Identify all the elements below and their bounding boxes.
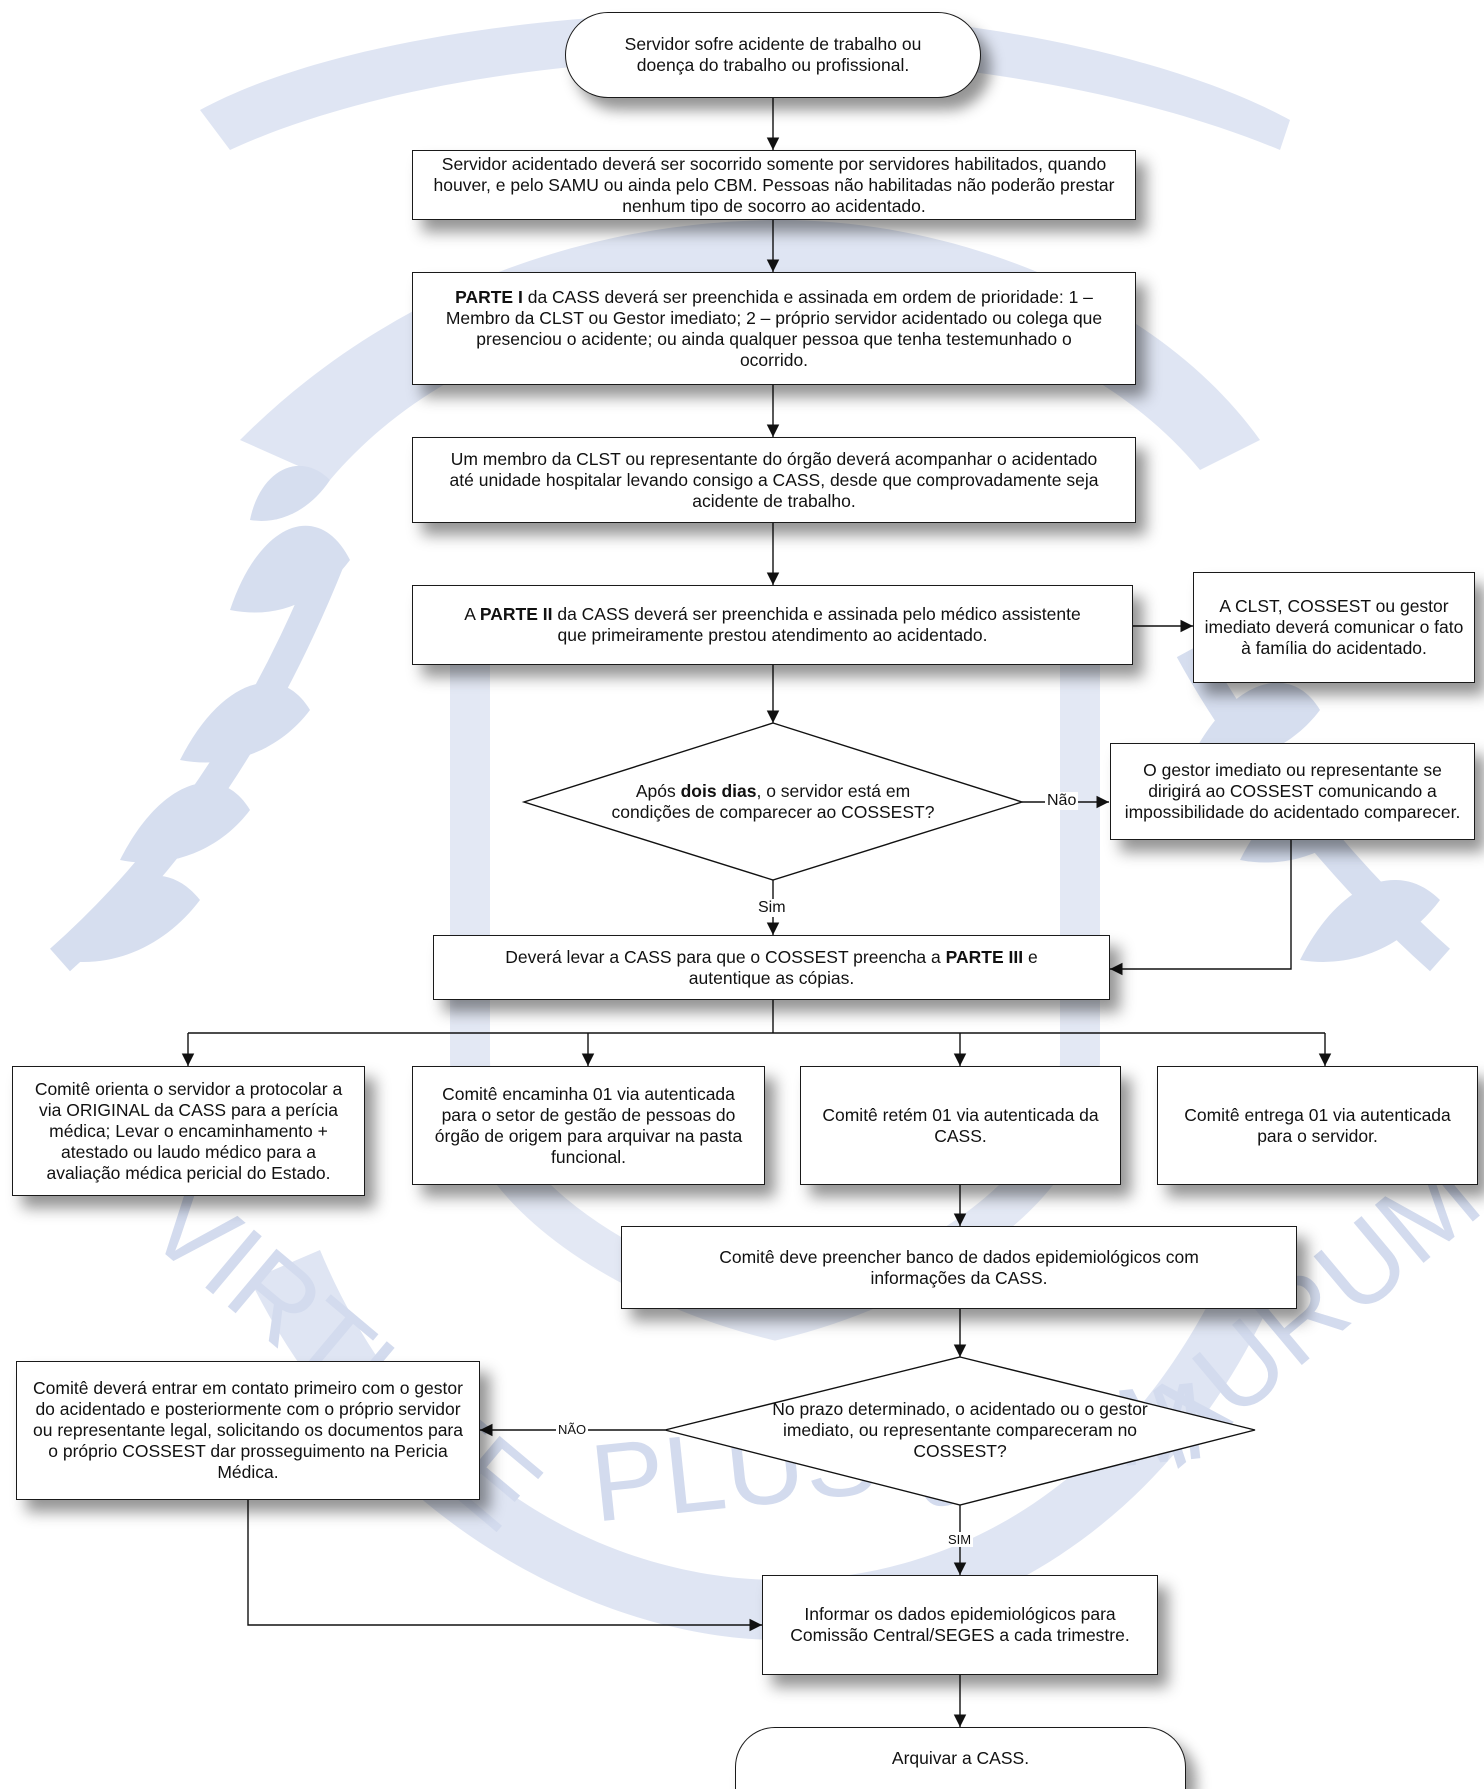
socorro-text: Servidor acidentado deverá ser socorrido… [433,153,1115,216]
contato-text: Comitê deverá entrar em contato primeiro… [33,1378,463,1482]
end-terminal: Arquivar a CASS. [735,1727,1186,1789]
parte2-bold: PARTE II [479,604,553,624]
parte2-box: A PARTE II da CASS deverá ser preenchida… [412,585,1133,665]
edge-impossibilidade-parte3 [1110,840,1292,976]
parte1-rest: da CASS deverá ser preenchida e assinada… [445,286,1103,370]
decision1-diamond [521,722,1025,881]
original-text: Comitê orienta o servidor a protocolar a… [34,1078,343,1183]
edge-label-nao: Não [1045,792,1079,810]
decision2-diamond [664,1356,1256,1506]
decision1-text: Após dois dias, o servidor está em condi… [600,766,946,838]
impossibilidade-box: O gestor imediato ou representante se di… [1110,743,1475,840]
acompanhar-box: Um membro da CLST ou representante do ór… [412,437,1136,523]
parte2-text: A PARTE II da CASS deverá ser preenchida… [423,604,1122,646]
edge-contato-informar [247,1500,762,1632]
familia-text: A CLST, COSSEST ou gestor imediato dever… [1204,596,1464,658]
retem-box: Comitê retém 01 via autenticada da CASS. [800,1066,1121,1185]
acompanhar-text: Um membro da CLST ou representante do ór… [449,448,1099,511]
edge-label-sim: Sim [756,899,788,917]
parte2-pre: A [464,604,480,624]
parte3-bold: PARTE III [945,946,1024,967]
start-terminal: Servidor sofre acidente de trabalho ou d… [565,12,981,98]
parte3-pre: Deverá levar a CASS para que o COSSEST p… [505,946,946,967]
end-text: Arquivar a CASS. [891,1748,1030,1768]
decision1-bold: dois dias [680,781,757,801]
impossibilidade-text: O gestor imediato ou representante se di… [1124,760,1461,822]
encaminha-box: Comitê encaminha 01 via autenticada para… [412,1066,765,1185]
entrega-box: Comitê entrega 01 via autenticada para o… [1157,1066,1478,1185]
retem-text: Comitê retém 01 via autenticada da CASS. [822,1104,1099,1146]
parte3-box: Deverá levar a CASS para que o COSSEST p… [433,935,1110,1000]
parte1-box: PARTE I da CASS deverá ser preenchida e … [412,272,1136,385]
informar-box: Informar os dados epidemiológicos para C… [762,1575,1158,1675]
familia-box: A CLST, COSSEST ou gestor imediato dever… [1193,572,1475,683]
banco-text: Comitê deve preencher banco de dados epi… [719,1246,1199,1288]
edge-label-sim-upper: SIM [946,1532,974,1547]
parte1-bold: PARTE I [455,286,523,307]
decision2-label: No prazo determinado, o acidentado ou o … [772,1398,1148,1461]
contato-box: Comitê deverá entrar em contato primeiro… [16,1361,480,1500]
banco-box: Comitê deve preencher banco de dados epi… [621,1226,1297,1309]
entrega-text: Comitê entrega 01 via autenticada para o… [1184,1104,1451,1146]
start-text: Servidor sofre acidente de trabalho ou d… [624,34,922,75]
decision1-rest: , o servidor está em condições de compar… [611,781,935,822]
parte1-text: PARTE I da CASS deverá ser preenchida e … [423,287,1125,371]
original-box: Comitê orienta o servidor a protocolar a… [12,1066,365,1196]
decision2-text: No prazo determinado, o acidentado ou o … [770,1384,1150,1476]
parte3-text: Deverá levar a CASS para que o COSSEST p… [444,947,1099,989]
socorro-box: Servidor acidentado deverá ser socorrido… [412,150,1136,220]
parte2-rest: da CASS deverá ser preenchida e assinada… [552,604,1081,645]
encaminha-text: Comitê encaminha 01 via autenticada para… [434,1083,743,1167]
parte3-rest: e autentique as cópias. [688,946,1038,988]
edge-label-nao-upper: NÃO [556,1422,589,1437]
decision1-pre: Após [635,781,681,801]
informar-text: Informar os dados epidemiológicos para C… [790,1604,1130,1645]
